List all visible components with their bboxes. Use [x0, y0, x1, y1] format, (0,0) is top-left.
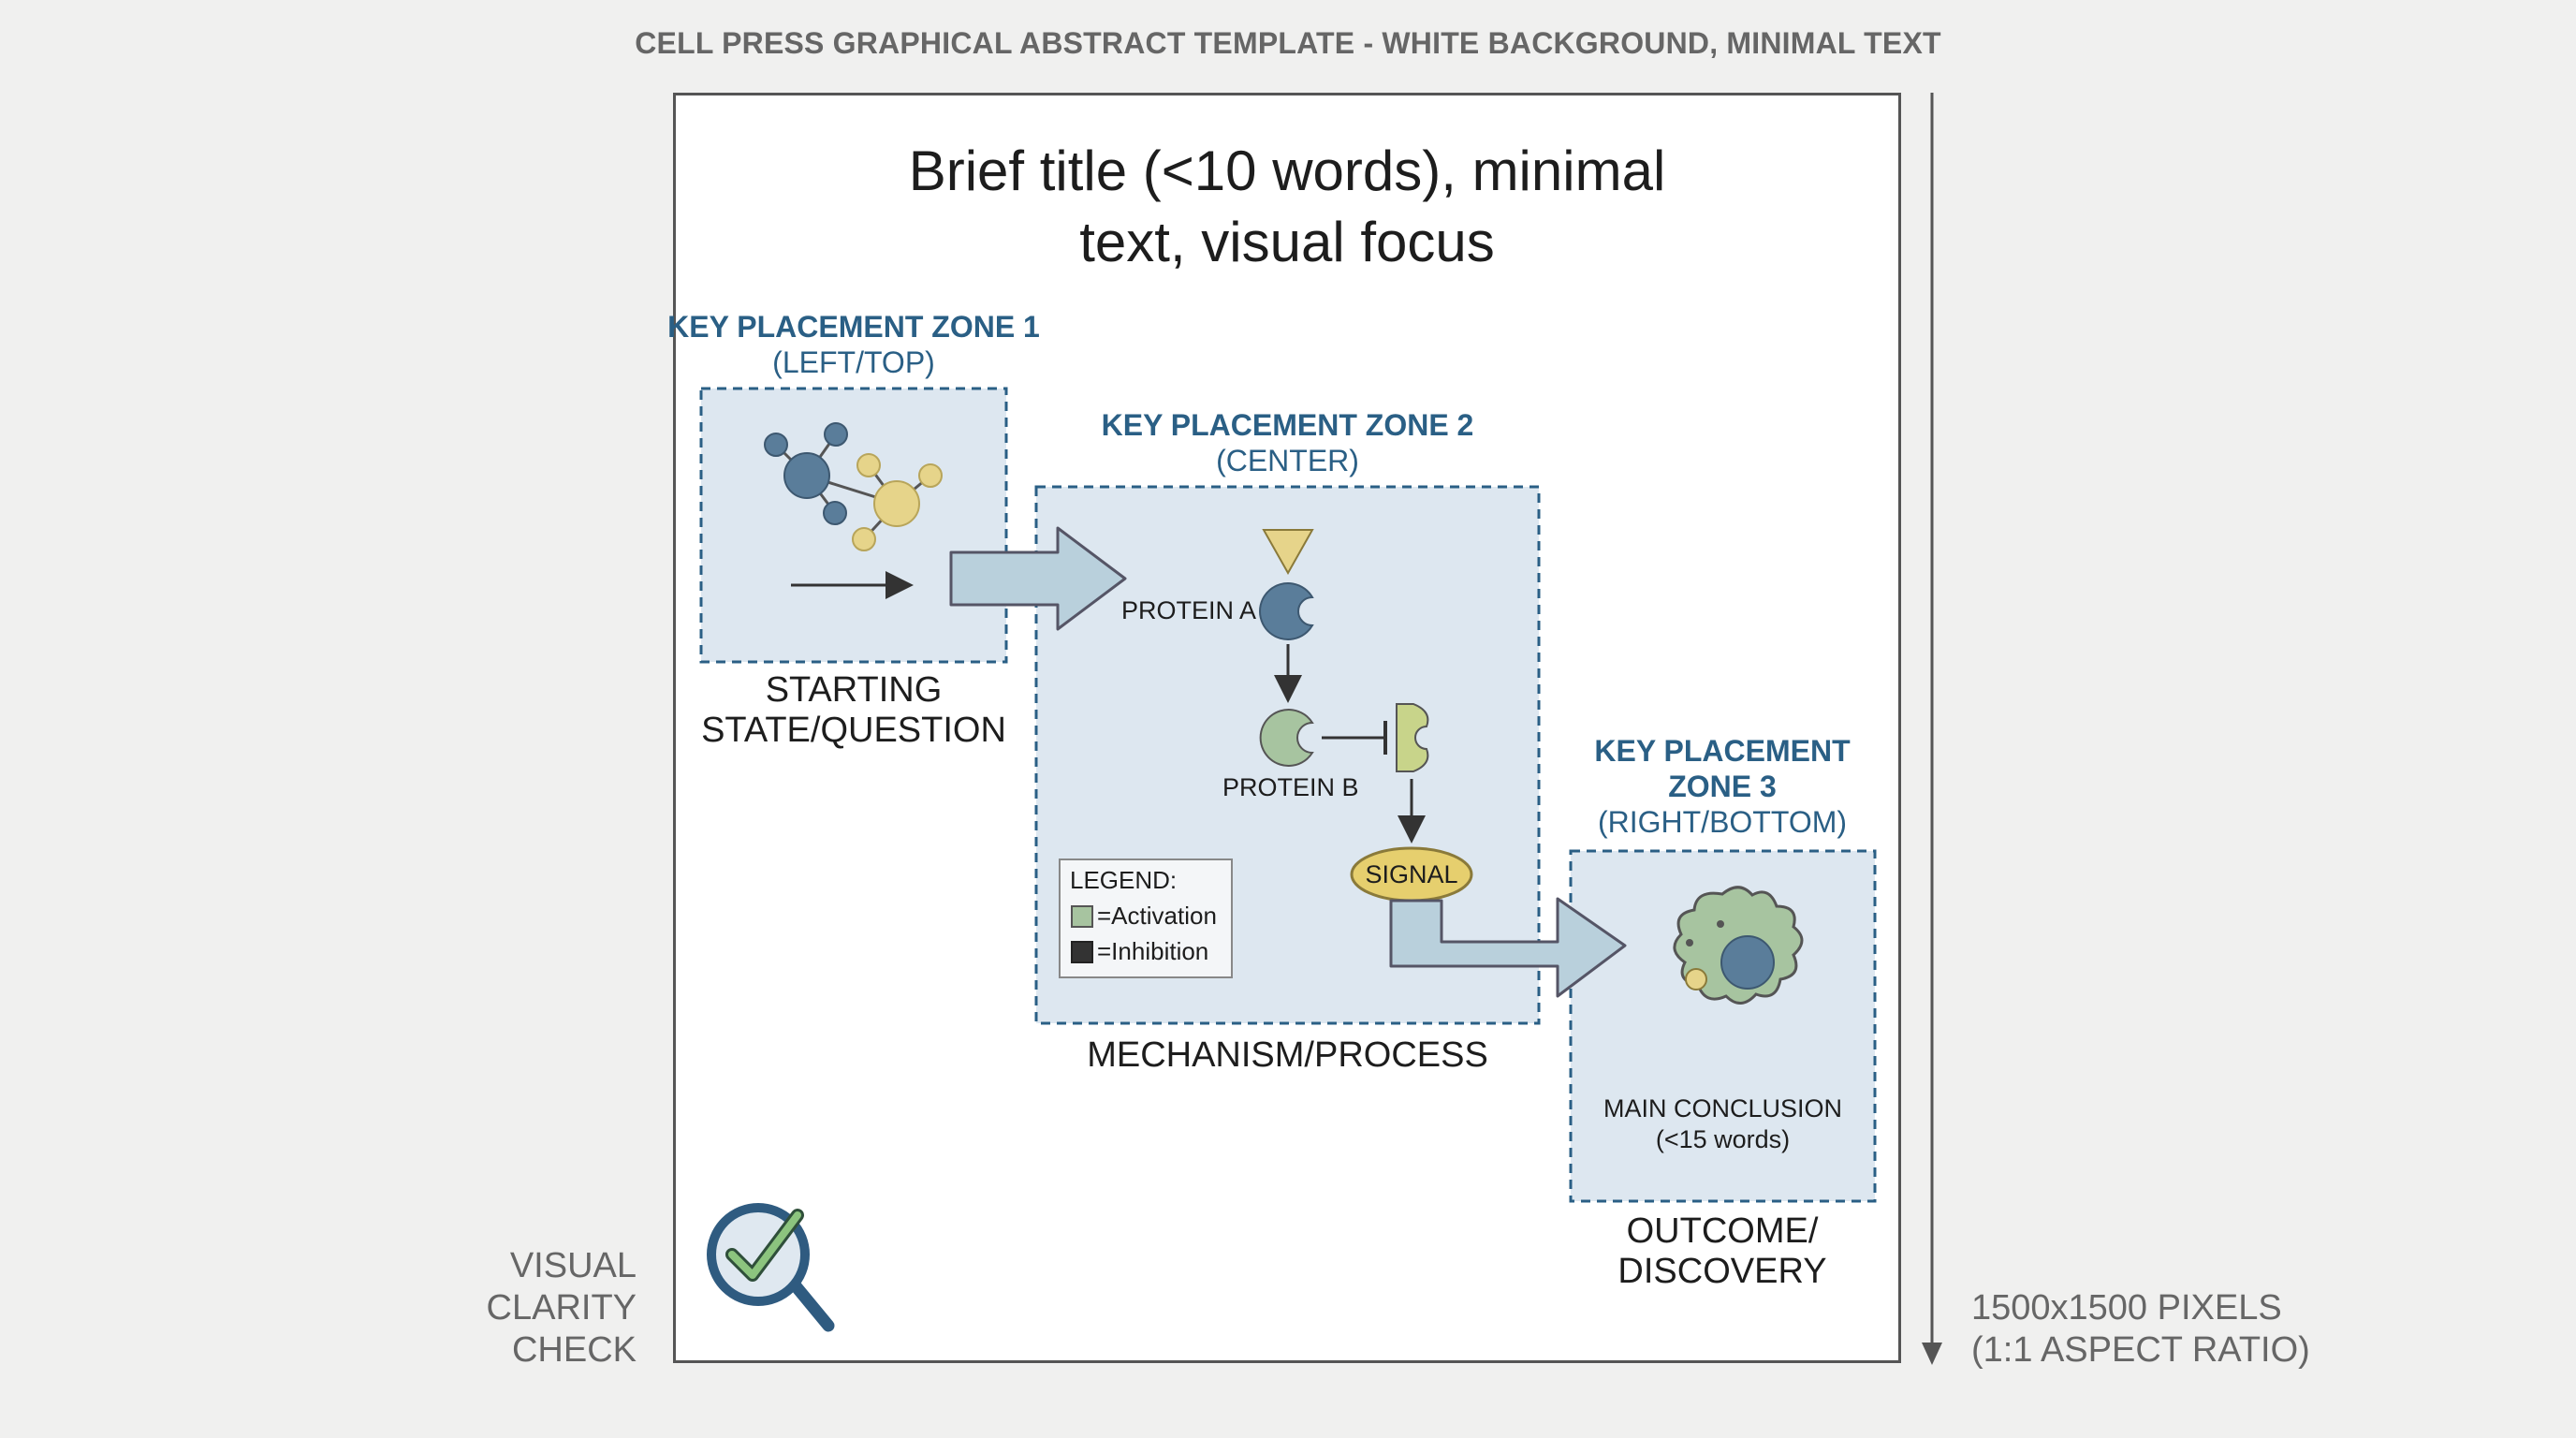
receptor-icon — [1396, 703, 1429, 772]
protein-b-icon — [1259, 709, 1314, 767]
zone2-title: KEY PLACEMENT ZONE 2 — [1101, 408, 1474, 442]
inhibition-line — [1322, 721, 1387, 755]
diagram-title: Brief title (<10 words), minimal text, v… — [673, 136, 1901, 278]
dimensions-line-1: 1500x1500 PIXELS — [1971, 1288, 2282, 1328]
legend-activation-swatch — [1071, 905, 1093, 928]
visual-clarity-line-2: CLARITY — [486, 1288, 637, 1328]
zone1-subtitle: (LEFT/TOP) — [772, 345, 935, 379]
zone3-caption-line-2: DISCOVERY — [1617, 1252, 1827, 1291]
visual-clarity-line-1: VISUAL — [509, 1246, 637, 1285]
zone2-subtitle: (CENTER) — [1216, 444, 1359, 477]
zone3-label: KEY PLACEMENT ZONE 3 (RIGHT/BOTTOM) — [1535, 733, 1910, 840]
legend-inhibition-swatch — [1071, 941, 1093, 963]
zone2-label: KEY PLACEMENT ZONE 2 (CENTER) — [1036, 407, 1539, 478]
zone1-caption-line-2: STATE/QUESTION — [701, 711, 1006, 750]
zone3-caption-line-1: OUTCOME/ — [1626, 1211, 1819, 1251]
legend-inhibition-label: =Inhibition — [1097, 937, 1209, 965]
zone3-title-line-1: KEY PLACEMENT — [1594, 734, 1851, 768]
signal-label: SIGNAL — [1365, 860, 1458, 888]
zone3-title-line-2: ZONE 3 — [1668, 770, 1777, 803]
ligand-triangle-icon — [1262, 529, 1314, 576]
zone3-caption: OUTCOME/ DISCOVERY — [1535, 1211, 1910, 1292]
flow-arrow-1 — [949, 526, 1127, 631]
zone3-subtitle: (RIGHT/BOTTOM) — [1597, 805, 1848, 839]
protein-a-label: PROTEIN A — [1121, 596, 1257, 624]
cell-icon — [1673, 886, 1804, 1005]
title-line-2: text, visual focus — [1079, 211, 1495, 273]
zone1-label: KEY PLACEMENT ZONE 1 (LEFT/TOP) — [655, 309, 1052, 380]
zone1-caption-line-1: STARTING — [765, 670, 943, 710]
protein-a-icon — [1259, 582, 1314, 640]
visual-clarity-line-3: CHECK — [511, 1330, 637, 1370]
zone2-caption: MECHANISM/PROCESS — [1087, 1035, 1488, 1075]
legend-activation-label: =Activation — [1097, 902, 1217, 930]
template-header: CELL PRESS GRAPHICAL ABSTRACT TEMPLATE -… — [635, 26, 1941, 60]
height-indicator-arrow — [1922, 93, 1942, 1365]
title-line-1: Brief title (<10 words), minimal — [908, 139, 1666, 202]
legend-title: LEGEND: — [1070, 866, 1178, 894]
zone1-title: KEY PLACEMENT ZONE 1 — [667, 310, 1040, 344]
dimensions-line-2: (1:1 ASPECT RATIO) — [1971, 1330, 2310, 1370]
zone1-box — [699, 387, 1008, 664]
magnifier-check-icon — [707, 1203, 835, 1332]
zone3-conclusion-line-1: MAIN CONCLUSION — [1603, 1094, 1843, 1123]
zone3-conclusion: MAIN CONCLUSION (<15 words) — [1571, 1093, 1875, 1155]
visual-clarity-check-label: VISUAL CLARITY CHECK — [449, 1245, 637, 1372]
zone1-caption: STARTING STATE/QUESTION — [655, 670, 1052, 751]
flow-arrow-2 — [1389, 897, 1627, 998]
molecule-icon — [764, 422, 943, 551]
zone3-conclusion-line-2: (<15 words) — [1655, 1125, 1791, 1153]
protein-b-label: PROTEIN B — [1222, 773, 1359, 801]
dimensions-label: 1500x1500 PIXELS (1:1 ASPECT RATIO) — [1971, 1287, 2310, 1372]
